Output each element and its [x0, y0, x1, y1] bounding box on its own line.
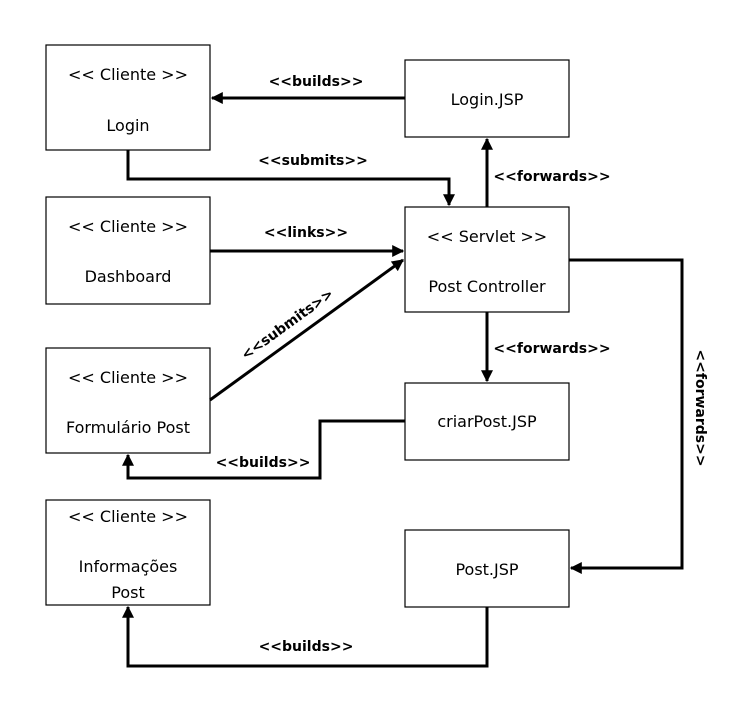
edge-criar-jsp-builds-formulario: <<builds>>: [122, 419, 405, 480]
edge-label-forwards-post-jsp: <<forwards>>: [692, 349, 708, 466]
node-informacoes-name-line2: Post: [111, 583, 144, 602]
edge-login-jsp-builds-login: <<builds>>: [210, 74, 405, 104]
edge-servlet-forwards-post-jsp: <<forwards>>: [569, 258, 708, 574]
node-dashboard: << Cliente >> Dashboard: [45, 196, 211, 305]
edge-label-builds-formulario: <<builds>>: [216, 455, 311, 471]
edge-formulario-submits-servlet: <<submits>>: [209, 258, 404, 402]
edge-label-forwards-login-jsp: <<forwards>>: [493, 169, 610, 185]
node-formulario-post: << Cliente >> Formulário Post: [45, 347, 211, 454]
node-dashboard-name: Dashboard: [85, 267, 172, 286]
node-informacoes-stereotype: << Cliente >>: [68, 507, 188, 526]
node-login-name: Login: [106, 116, 149, 135]
node-post-jsp-name: Post.JSP: [455, 560, 518, 579]
node-post-jsp: Post.JSP: [404, 529, 570, 608]
edge-dashboard-links-servlet: <<links>>: [210, 225, 405, 257]
node-login-jsp-name: Login.JSP: [451, 90, 524, 109]
node-criar-jsp-name: criarPost.JSP: [437, 412, 537, 431]
edge-label-forwards-criar-jsp: <<forwards>>: [493, 341, 610, 357]
edge-servlet-forwards-criar-jsp: <<forwards>>: [481, 312, 611, 383]
node-servlet: << Servlet >> Post Controller: [404, 206, 570, 313]
node-informacoes-name-line1: Informações: [79, 557, 178, 576]
node-criar-post-jsp: criarPost.JSP: [404, 382, 570, 461]
edge-label-submits-formulario: <<submits>>: [239, 286, 337, 363]
node-servlet-stereotype: << Servlet >>: [427, 227, 547, 246]
node-servlet-name: Post Controller: [428, 277, 546, 296]
node-login: << Cliente >> Login: [45, 44, 211, 151]
node-formulario-name: Formulário Post: [66, 418, 190, 437]
node-dashboard-stereotype: << Cliente >>: [68, 217, 188, 236]
edge-servlet-forwards-login-jsp: <<forwards>>: [481, 137, 611, 207]
edge-label-builds-login: <<builds>>: [269, 74, 364, 90]
edge-label-submits-login: <<submits>>: [258, 153, 368, 169]
edge-post-jsp-builds-informacoes: <<builds>>: [122, 605, 489, 668]
node-informacoes-post: << Cliente >> Informações Post: [45, 499, 211, 606]
node-formulario-stereotype: << Cliente >>: [68, 368, 188, 387]
node-login-jsp: Login.JSP: [404, 59, 570, 138]
edge-label-links: <<links>>: [264, 225, 348, 241]
edge-label-builds-informacoes: <<builds>>: [259, 639, 354, 655]
node-login-stereotype: << Cliente >>: [68, 65, 188, 84]
edge-login-submits-servlet: <<submits>>: [126, 150, 455, 207]
